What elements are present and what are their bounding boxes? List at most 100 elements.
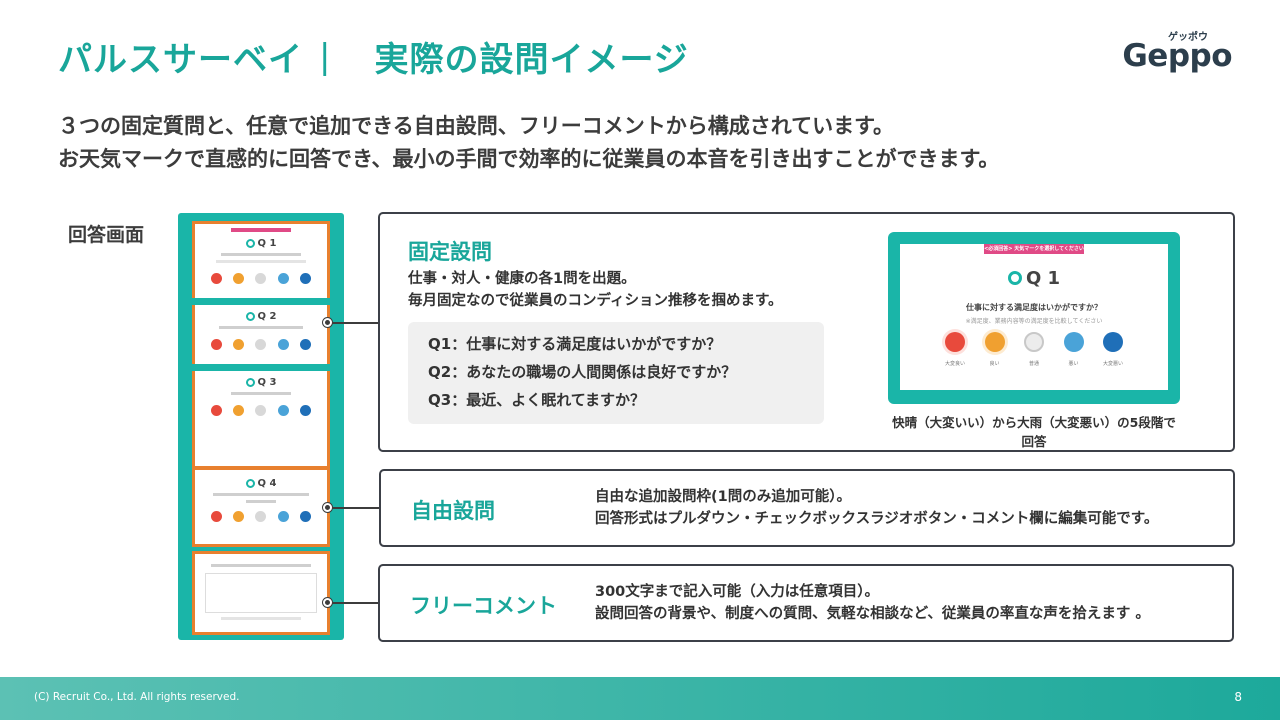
rainy-icon [1063, 332, 1084, 352]
comment-textarea [205, 573, 317, 613]
storm-icon [300, 339, 312, 350]
free-comment-text-2: 設問回答の背景や、制度への質問、気軽な相談など、従業員の率直な声を拾えます 。 [595, 606, 1150, 622]
q-ring-icon [245, 239, 255, 248]
connector-dot [323, 598, 332, 607]
question-text-line [213, 493, 309, 496]
storm-icon [300, 405, 312, 416]
fixed-description: 仕事・対人・健康の各1問を出題。 毎月固定なので従業員のコンディション推移を掴め… [408, 268, 783, 312]
page-title: パルスサーベイ | 実際の設問イメージ [58, 32, 689, 81]
connector-free-comment [330, 602, 380, 604]
weather-label: 大変良い [944, 361, 965, 367]
rainy-icon [277, 273, 289, 284]
sunny-icon [210, 273, 222, 284]
weather-option-rainy[interactable]: 悪い [1059, 332, 1089, 367]
title-right: 実際の設問イメージ [374, 40, 689, 80]
logo-wordmark: Geppo [1122, 38, 1232, 74]
connector-fixed [330, 322, 380, 324]
storm-icon [300, 273, 312, 284]
intro-line-2: お天気マークで直感的に回答でき、最小の手間で効率的に従業員の本音を引き出すことが… [58, 147, 1000, 171]
free-question-text-2: 回答形式はプルダウン・チェックボックスラジオボタン・コメント欄に編集可能です。 [595, 511, 1159, 527]
weather-option-cloudy[interactable]: 普通 [1019, 332, 1049, 367]
question-sub-line [216, 260, 306, 263]
rainy-icon [277, 339, 289, 350]
fixed-question-3: Q3：最近、よく眠れてますか？ [428, 391, 645, 409]
q-ring-icon [245, 312, 255, 321]
free-question-description: 自由な追加設問枠(1問のみ追加可能）。 回答形式はプルダウン・チェックボックスラ… [595, 486, 1158, 530]
intro-text: ３つの固定質問と、任意で追加できる自由設問、フリーコメントから構成されています。… [58, 110, 999, 176]
card-divider [192, 364, 330, 371]
fair-icon [233, 339, 245, 350]
fair-icon [233, 511, 245, 522]
sample-weather-row: 大変良い 良い 普通 悪い 大変悪い [940, 332, 1128, 367]
sunny-icon [945, 332, 965, 352]
weather-row [195, 339, 327, 350]
weather-label: 普通 [1028, 361, 1039, 367]
free-question-text-1: 自由な追加設問枠(1問のみ追加可能）。 [595, 489, 851, 505]
fair-icon [233, 273, 245, 284]
comment-note-line [221, 617, 301, 620]
free-comment-card [192, 551, 330, 635]
sample-screen-inner: <必須回答> 天気マークを選択してください Q 1 仕事に対する満足度はいかがで… [900, 244, 1168, 390]
cloudy-icon [255, 405, 267, 416]
sample-question-text: 仕事に対する満足度はいかがですか？ [966, 303, 1102, 312]
q-ring-icon [245, 479, 255, 488]
required-banner [231, 228, 291, 232]
question-text-line [219, 326, 303, 329]
connector-dot [323, 503, 332, 512]
sample-question-sub: ※満足度、業務内容等の満足度を比較してください [965, 318, 1103, 325]
logo-kana: ゲッポウ [1168, 32, 1208, 43]
storm-icon [300, 511, 312, 522]
q-ring-icon [245, 378, 255, 387]
geppo-logo: ゲッポウ Geppo [1112, 28, 1232, 76]
free-question-box: 自由設問 自由な追加設問枠(1問のみ追加可能）。 回答形式はプルダウン・チェック… [379, 469, 1235, 547]
sample-q-number: Q 1 [900, 268, 1168, 289]
weather-row [195, 405, 327, 416]
cloudy-icon [255, 339, 267, 350]
sunny-icon [210, 405, 222, 416]
card-q4: Q 4 [195, 478, 327, 489]
free-comment-heading: フリーコメント [410, 594, 557, 618]
rainy-icon [277, 405, 289, 416]
fixed-text-1: 仕事・対人・健康の各1問を出題。 [408, 271, 636, 287]
question-text-line [246, 500, 276, 503]
title-separator: | [319, 36, 331, 77]
title-left: パルスサーベイ [58, 40, 303, 80]
answer-screen-mockup: Q 1 Q 2 Q 3 Q [178, 213, 344, 640]
free-comment-text-1: 300文字まで記入可能（入力は任意項目）。 [595, 584, 880, 600]
weather-label: 良い [989, 361, 1000, 367]
page-number: 8 [1234, 690, 1242, 704]
free-question-heading: 自由設問 [411, 499, 495, 523]
question-text-line [221, 253, 301, 256]
comment-prompt-line [211, 564, 311, 567]
copyright: (C) Recruit Co., Ltd. All rights reserve… [34, 691, 240, 703]
sample-banner: <必須回答> 天気マークを選択してください [984, 244, 1084, 254]
fixed-question-2: Q2：あなたの職場の人間関係は良好ですか？ [428, 363, 737, 381]
intro-line-1: ３つの固定質問と、任意で追加できる自由設問、フリーコメントから構成されています。 [58, 114, 895, 138]
footer: (C) Recruit Co., Ltd. All rights reserve… [0, 677, 1280, 720]
weather-option-storm[interactable]: 大変悪い [1098, 332, 1128, 367]
rainy-icon [277, 511, 289, 522]
fixed-question-list: Q1：仕事に対する満足度はいかがですか？ Q2：あなたの職場の人間関係は良好です… [408, 322, 824, 424]
sample-question-screen: <必須回答> 天気マークを選択してください Q 1 仕事に対する満足度はいかがで… [888, 232, 1180, 404]
card-q3: Q 3 [195, 377, 327, 388]
sunny-icon [210, 511, 222, 522]
fixed-heading: 固定設問 [408, 240, 492, 264]
sunny-icon [210, 339, 222, 350]
card-q2: Q 2 [195, 311, 327, 322]
screen-label: 回答画面 [68, 224, 145, 246]
weather-option-fair[interactable]: 良い [980, 332, 1010, 367]
weather-label: 大変悪い [1102, 361, 1123, 367]
fair-icon [233, 405, 245, 416]
fixed-questions-box: 固定設問 仕事・対人・健康の各1問を出題。 毎月固定なので従業員のコンディション… [378, 212, 1235, 452]
q-ring-icon [1007, 271, 1022, 285]
free-question-card: Q 4 [192, 467, 330, 547]
cloudy-icon [255, 273, 267, 284]
free-comment-description: 300文字まで記入可能（入力は任意項目）。 設問回答の背景や、制度への質問、気軽… [595, 581, 1150, 625]
storm-icon [1103, 332, 1123, 352]
free-comment-box: フリーコメント 300文字まで記入可能（入力は任意項目）。 設問回答の背景や、制… [378, 564, 1234, 642]
fixed-question-1: Q1：仕事に対する満足度はいかがですか？ [428, 335, 722, 353]
weather-option-sunny[interactable]: 大変良い [940, 332, 970, 367]
fixed-text-2: 毎月固定なので従業員のコンディション推移を掴めます。 [408, 293, 783, 309]
card-q1: Q 1 [195, 238, 327, 249]
cloudy-icon [255, 511, 267, 522]
